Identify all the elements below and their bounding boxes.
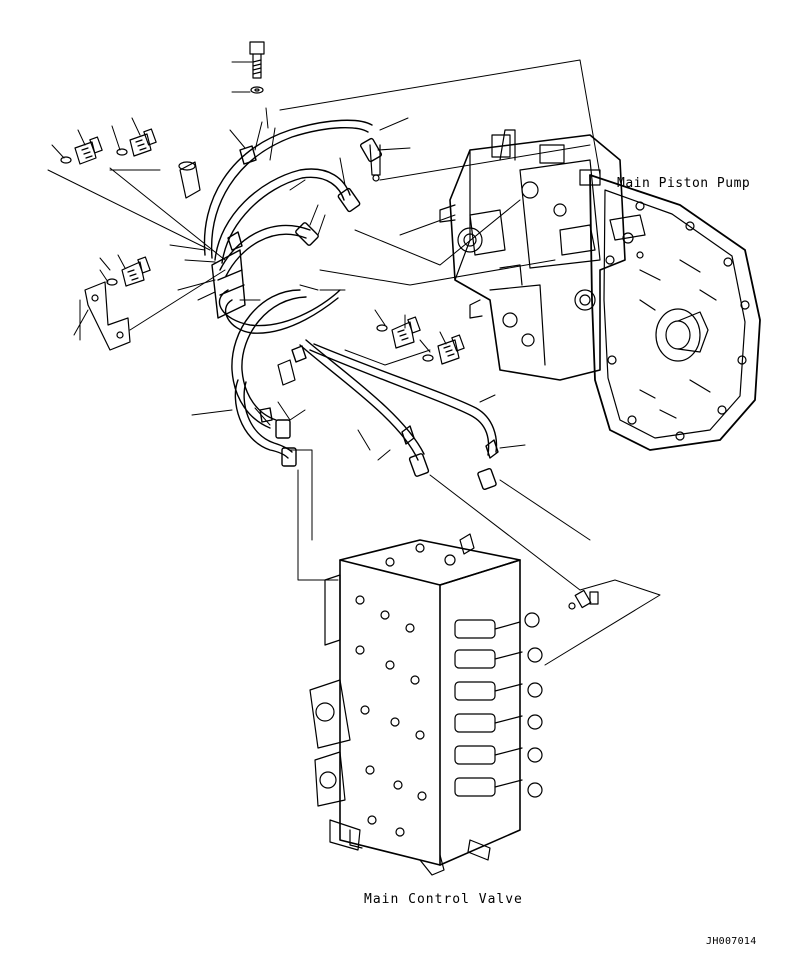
main-control-valve [310,534,542,875]
drawing-id-label: JH007014 [706,936,757,947]
callout-lines [48,60,660,665]
main-piston-pump [440,130,760,450]
fasteners [61,42,598,609]
main-piston-pump-label: Main Piston Pump [617,176,751,191]
main-control-valve-label: Main Control Valve [364,892,523,907]
hydraulic-hoses [204,120,498,490]
